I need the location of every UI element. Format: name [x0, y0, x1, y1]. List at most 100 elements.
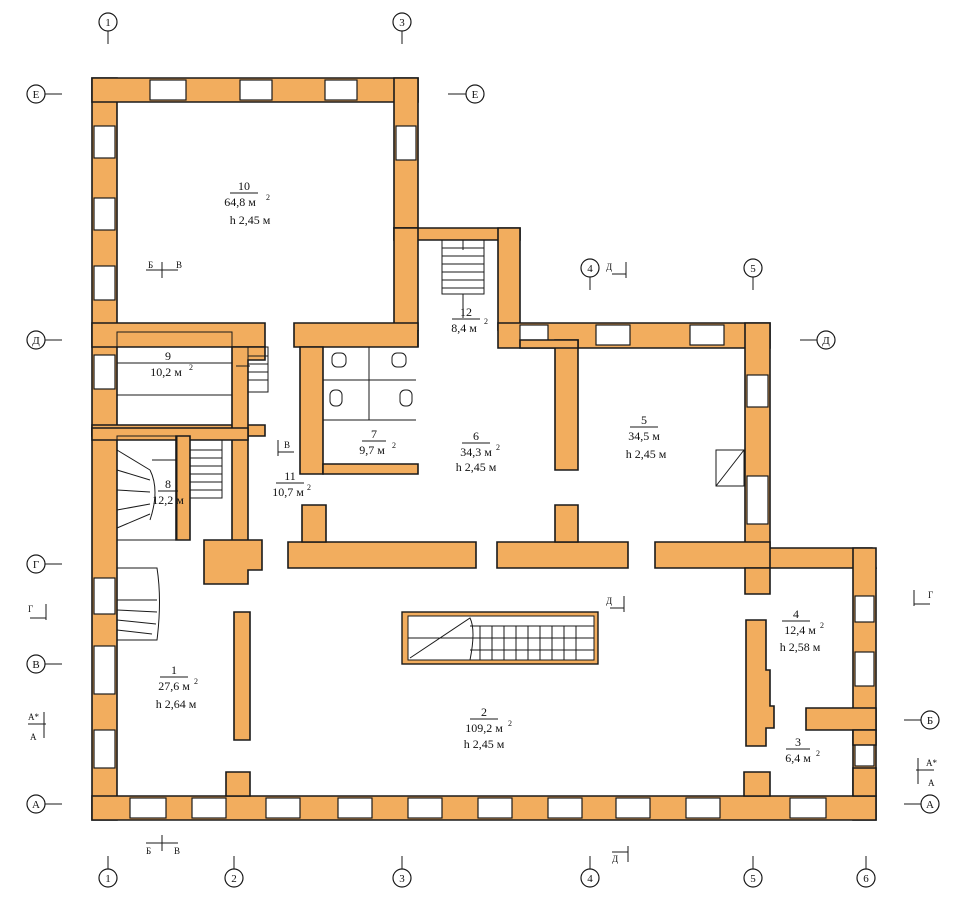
svg-text:10,2 м: 10,2 м	[150, 365, 182, 379]
stair-12	[441, 239, 485, 318]
svg-text:h 2,45 м: h 2,45 м	[456, 460, 497, 474]
svg-text:2: 2	[307, 483, 311, 492]
svg-text:5: 5	[750, 263, 756, 275]
svg-text:34,3 м: 34,3 м	[460, 445, 492, 459]
svg-text:4: 4	[587, 263, 593, 275]
svg-text:1: 1	[171, 663, 177, 677]
svg-text:В: В	[32, 659, 39, 671]
svg-text:А: А	[30, 732, 37, 742]
room8-stair	[116, 435, 223, 541]
axis-bottom-1: 1	[98, 856, 118, 888]
room-11-label: 11 10,7 м 2	[272, 469, 311, 499]
svg-text:5: 5	[641, 413, 647, 427]
axis-left-G: Г	[26, 554, 62, 574]
svg-text:h 2,45 м: h 2,45 м	[626, 447, 667, 461]
axis-bottom-6: 6	[856, 856, 876, 888]
room-4-label: 4 12,4 м 2 h 2,58 м	[780, 607, 824, 654]
svg-text:Д: Д	[606, 596, 612, 606]
svg-text:Г: Г	[928, 590, 933, 600]
room-9-label: 9 10,2 м 2	[150, 349, 193, 379]
svg-text:1: 1	[105, 873, 111, 885]
svg-text:Е: Е	[472, 89, 479, 101]
wall-stair12-left	[393, 227, 419, 331]
room-1-label: 1 27,6 м 2 h 2,64 м	[156, 663, 198, 711]
room-labels: 10 64,8 м 2 h 2,45 м 9 10,2 м 2 8 12,2 м…	[150, 179, 824, 765]
svg-text:Б: Б	[148, 260, 153, 270]
axis-left-D: Д	[26, 330, 62, 350]
axis-left-V: В	[26, 654, 62, 674]
svg-text:Б: Б	[927, 715, 933, 727]
svg-text:h 2,45 м: h 2,45 м	[464, 737, 505, 751]
svg-text:1: 1	[105, 17, 111, 29]
svg-text:2: 2	[508, 719, 512, 728]
svg-text:12,2 м: 12,2 м	[152, 493, 184, 507]
svg-text:2: 2	[820, 621, 824, 630]
room-3-label: 3 6,4 м 2	[785, 735, 820, 765]
room-2-label: 2 109,2 м 2 h 2,45 м	[464, 705, 512, 751]
axis-mid-4: 4	[580, 258, 600, 290]
svg-text:12,4 м: 12,4 м	[784, 623, 816, 637]
svg-text:h 2,45 м: h 2,45 м	[230, 213, 271, 227]
svg-text:8: 8	[165, 477, 171, 491]
room-12-label: 12 8,4 м 2	[451, 305, 488, 335]
svg-text:А: А	[926, 799, 934, 811]
wall-stair12-right	[497, 227, 521, 331]
axis-right-B: Б	[904, 710, 940, 730]
svg-text:А*: А*	[926, 758, 937, 768]
svg-text:2: 2	[189, 363, 193, 372]
svg-text:3: 3	[399, 873, 405, 885]
wc-fixtures	[323, 347, 416, 421]
main-stair	[401, 611, 599, 665]
svg-text:Д: Д	[822, 335, 830, 347]
svg-text:11: 11	[284, 469, 296, 483]
svg-text:Б: Б	[146, 846, 151, 856]
svg-text:Г: Г	[28, 604, 33, 614]
svg-text:5: 5	[750, 873, 756, 885]
svg-text:6,4 м: 6,4 м	[785, 751, 811, 765]
svg-text:12: 12	[460, 305, 472, 319]
room-10-label: 10 64,8 м 2 h 2,45 м	[224, 179, 271, 227]
svg-text:64,8 м: 64,8 м	[224, 195, 256, 209]
svg-text:6: 6	[473, 429, 479, 443]
axis-left-E: Е	[26, 84, 62, 104]
svg-text:А: А	[928, 778, 935, 788]
axis-top-1: 1	[98, 12, 118, 44]
svg-text:2: 2	[481, 705, 487, 719]
room-6-label: 6 34,3 м 2 h 2,45 м	[456, 429, 500, 474]
svg-text:2: 2	[231, 873, 237, 885]
axis-bottom-2: 2	[224, 856, 244, 888]
svg-text:6: 6	[863, 873, 869, 885]
axis-right-E: Е	[448, 84, 485, 104]
axis-bottom-3: 3	[392, 856, 412, 888]
svg-text:8,4 м: 8,4 м	[451, 321, 477, 335]
svg-text:В: В	[284, 440, 290, 450]
axis-left-A: А	[26, 794, 62, 814]
svg-text:27,6 м: 27,6 м	[158, 679, 190, 693]
svg-text:2: 2	[484, 317, 488, 326]
axis-right-D: Д	[800, 330, 836, 350]
axis-bottom-4: 4	[580, 856, 600, 888]
room-5-label: 5 34,5 м h 2,45 м	[626, 413, 667, 461]
axis-mid-5: 5	[743, 258, 763, 290]
axis-bottom-5: 5	[743, 856, 763, 888]
svg-text:2: 2	[392, 441, 396, 450]
wall-left	[91, 77, 118, 821]
svg-text:В: В	[176, 260, 182, 270]
svg-text:3: 3	[399, 17, 405, 29]
windows	[93, 79, 875, 819]
svg-text:4: 4	[587, 873, 593, 885]
svg-text:10,7 м: 10,7 м	[272, 485, 304, 499]
axis-top-3: 3	[392, 12, 412, 44]
svg-text:2: 2	[816, 749, 820, 758]
svg-text:2: 2	[496, 443, 500, 452]
svg-text:А: А	[32, 799, 40, 811]
axis-markers: 1 3 4 5 1 2 3 4 5 6 Е Д Г В А Е Д Б А	[26, 12, 940, 888]
svg-text:Е: Е	[33, 89, 40, 101]
svg-text:В: В	[174, 846, 180, 856]
room5-vent	[715, 449, 745, 487]
svg-text:9,7 м: 9,7 м	[359, 443, 385, 457]
interior-walls	[91, 322, 877, 797]
svg-text:Д: Д	[32, 335, 40, 347]
